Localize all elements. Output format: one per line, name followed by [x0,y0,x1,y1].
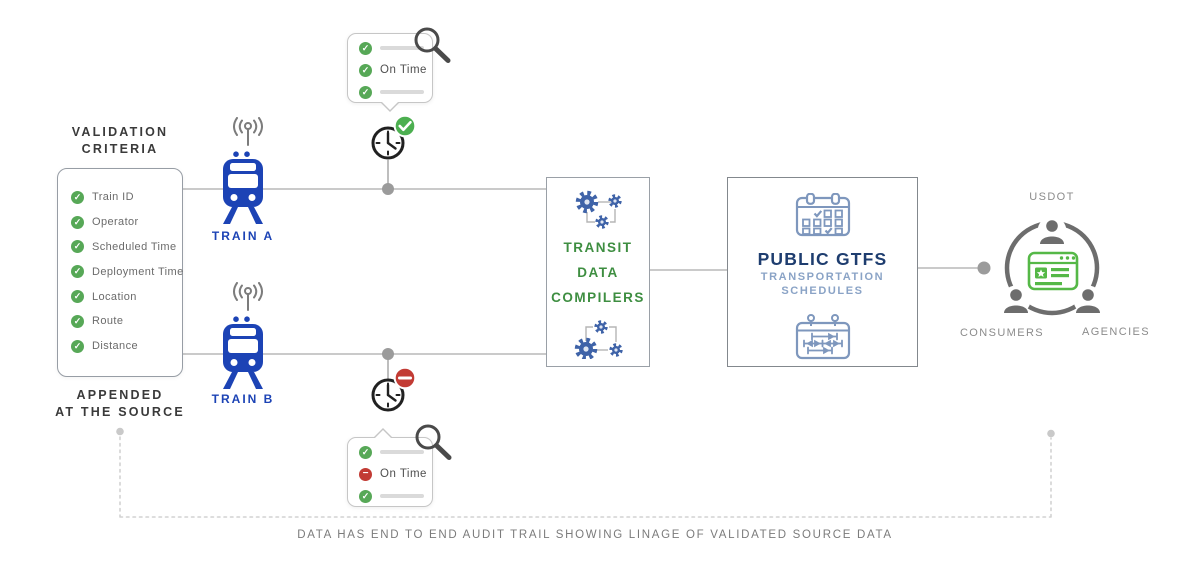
placeholder-bar [380,90,424,94]
validation-item: Route [58,309,182,334]
train-icon [223,151,263,224]
train-b-status-tooltip: On Time [347,428,433,507]
audit-trail-caption: DATA HAS END TO END AUDIT TRAIL SHOWING … [297,529,893,541]
calendar-check-icon [795,193,851,237]
validation-item-label: Train ID [92,191,134,204]
stakeholder-ring [1002,218,1102,316]
transit-data-compilers-box: TRANSIT DATA COMPILERS [546,177,650,367]
gears-icon [574,320,623,359]
validation-criteria-box: Train ID Operator Scheduled Time Deploym… [57,168,183,377]
antenna-icon [233,117,263,146]
validation-item: Location [58,284,182,309]
check-icon [71,190,84,204]
antenna-icon [233,282,263,311]
validation-item: Train ID [58,185,182,210]
clock-check-icon [371,114,417,160]
star-glyph [1036,269,1046,277]
magnifier-icon [414,27,451,63]
gtfs-title: PUBLIC GTFS [757,249,888,269]
train-a-label: TRAIN A [211,229,275,243]
validation-item: Scheduled Time [58,235,182,260]
agencies-label: AGENCIES [1081,326,1151,338]
usdot-label: USDOT [1029,191,1075,203]
validation-item-label: Operator [92,216,139,229]
minus-icon [359,467,372,481]
public-gtfs-box: PUBLIC GTFS TRANSPORTATION SCHEDULES [727,177,918,367]
appended-at-source-label: APPENDED AT THE SOURCE [55,388,185,419]
validation-item: Distance [58,334,182,359]
placeholder-bar [380,450,424,454]
train-b-label: TRAIN B [211,392,275,406]
validation-item-label: Distance [92,340,138,353]
audit-trail-dashed-line [116,427,1055,518]
check-icon [71,265,84,279]
validation-item-label: Route [92,315,124,328]
check-badge-icon [393,114,417,138]
validation-item-label: Location [92,290,137,303]
check-icon [359,85,372,99]
validation-item-label: Deployment Time [92,265,184,278]
browser-icon [1027,251,1079,291]
gtfs-subtitle-line2: SCHEDULES [781,285,864,297]
compilers-label-line2: DATA [577,265,619,280]
on-time-label: On Time [380,468,427,480]
validation-item: Deployment Time [58,259,184,284]
gtfs-subtitle-line1: TRANSPORTATION [760,271,885,283]
person-icon [1004,220,1100,313]
check-icon [71,240,84,254]
placeholder-bar [380,494,424,498]
compilers-label-line1: TRANSIT [563,240,633,255]
check-icon [359,445,372,459]
gears-icon [575,190,622,229]
check-icon [359,41,372,55]
validation-item-label: Scheduled Time [92,240,177,253]
check-icon [71,215,84,229]
validation-criteria-title: VALIDATION CRITERIA [71,125,169,156]
junction-dots [382,183,991,360]
calendar-schedule-icon [795,314,851,360]
check-icon [359,63,372,77]
check-icon [71,339,84,353]
magnifier-icon [415,424,452,460]
train-icon [223,316,263,389]
compilers-label-line3: COMPILERS [551,290,645,305]
placeholder-bar [380,46,424,50]
check-icon [71,314,84,328]
consumers-label: CONSUMERS [959,327,1045,339]
check-icon [359,489,372,503]
validation-item: Operator [58,210,182,235]
check-icon [71,290,84,304]
clock-error-icon [371,366,417,412]
on-time-label: On Time [380,64,427,76]
